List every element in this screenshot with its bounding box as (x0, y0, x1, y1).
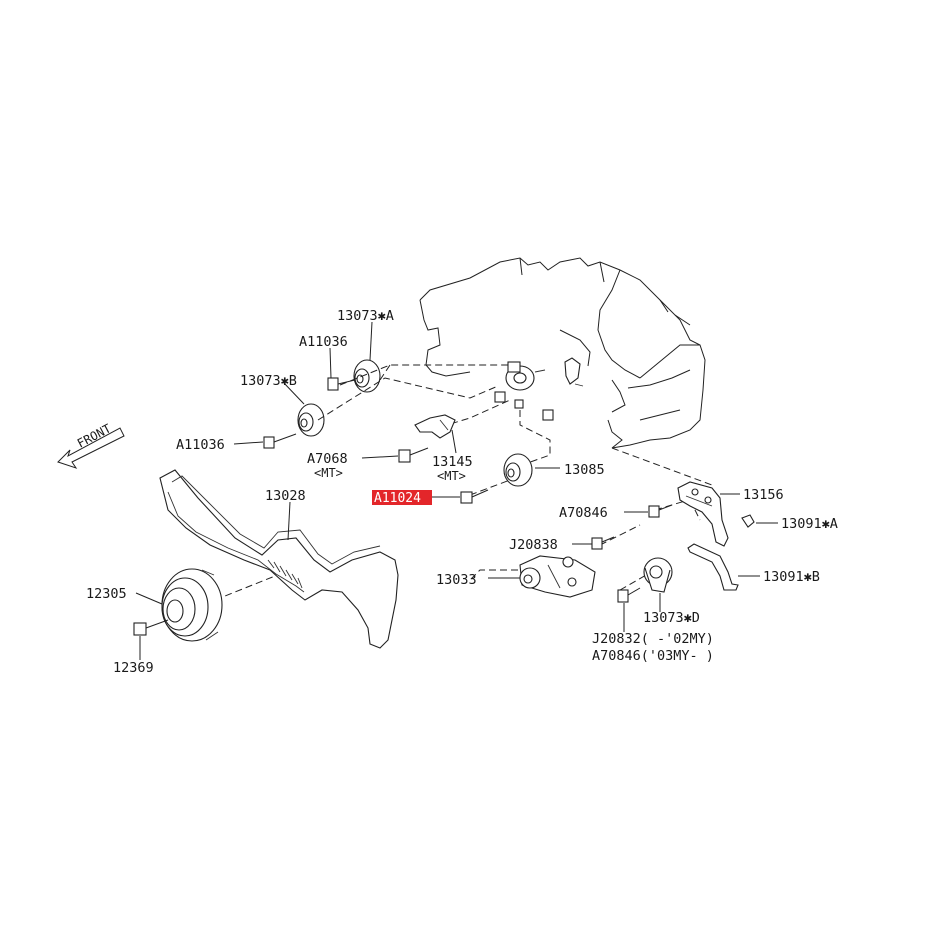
engine-block (419, 257, 706, 449)
label-13156: 13156 (743, 487, 784, 503)
clip-part (564, 357, 584, 387)
label-13073b: 13073✱B (240, 373, 297, 389)
label-a11024: A11024 (374, 491, 421, 506)
tensioner-bracket-top (505, 361, 546, 391)
bolt-a11036-left (263, 433, 297, 449)
label-a7068: A7068 (307, 451, 348, 467)
idler-pulley-13073b (297, 403, 325, 437)
idler-pulley-13073d (643, 557, 673, 593)
label-13085: 13085 (564, 462, 605, 478)
clip-13091a (741, 514, 755, 528)
label-a11036-top: A11036 (299, 334, 348, 350)
part-labels: 13073✱A A11036 13073✱B A11036 A7068 <MT>… (86, 308, 838, 676)
crank-pulley-12305 (161, 568, 223, 642)
label-13145-note: <MT> (437, 469, 466, 483)
bolt-12369 (133, 619, 169, 636)
stud-small-1 (494, 391, 506, 403)
label-13073d: 13073✱D (643, 610, 700, 626)
bolt-a7068 (398, 447, 429, 463)
highlight-a11024 (372, 490, 432, 505)
bracket-13145 (414, 414, 456, 439)
stud-small-3 (514, 399, 524, 409)
label-a7068-note: <MT> (314, 466, 343, 480)
label-13073a: 13073✱A (337, 308, 394, 324)
leader-lines (135, 321, 778, 660)
label-13091a: 13091✱A (781, 516, 838, 532)
label-a70846-b: A70846('03MY- ) (592, 648, 714, 664)
tensioner-13033 (519, 555, 596, 598)
label-13028: 13028 (265, 488, 306, 504)
label-j20832: J20832( -'02MY) (592, 631, 714, 647)
idler-pulley-13073a (353, 359, 381, 393)
idler-pulley-13085 (503, 453, 533, 487)
label-a11036-left: A11036 (176, 437, 225, 453)
bolt-a11024 (460, 489, 489, 504)
label-13145: 13145 (432, 454, 473, 470)
bracket-13156 (677, 481, 729, 547)
label-13091b: 13091✱B (763, 569, 820, 585)
bracket-13091b (687, 543, 739, 591)
label-13033: 13033 (436, 572, 477, 588)
front-arrow-icon: FRONT (57, 421, 125, 469)
front-label: FRONT (75, 421, 113, 450)
stud-small-2 (542, 409, 554, 421)
bolt-a70846 (648, 504, 673, 518)
bolt-j20832 (617, 587, 641, 603)
timing-belt-13028 (159, 469, 399, 649)
label-a70846: A70846 (559, 505, 608, 521)
label-j20838: J20838 (509, 537, 558, 553)
label-12369: 12369 (113, 660, 154, 676)
label-12305: 12305 (86, 586, 127, 602)
